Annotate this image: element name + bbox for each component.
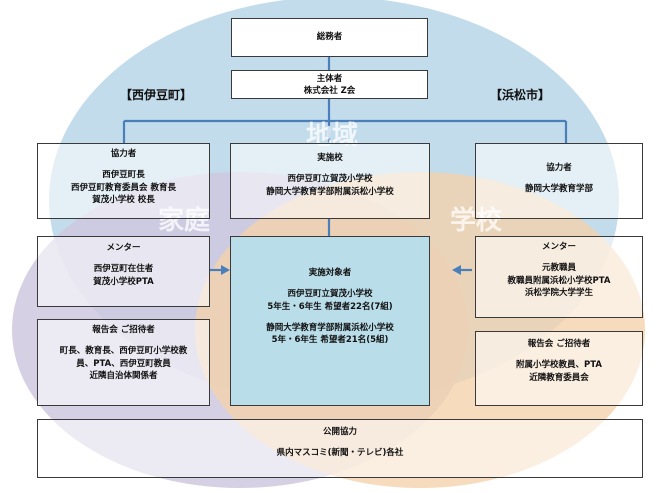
right-mentors-box: メンター 元教職員 教職員附属浜松小学校PTA 浜松学院大学学生 (475, 236, 643, 318)
right-mentors-title: メンター (541, 242, 576, 252)
organizer-box: 主体者 株式会社 Z会 (231, 70, 428, 99)
secretariat-box: 総務者 (231, 18, 428, 57)
implementing-schools-box: 実施校 西伊豆町立賀茂小学校 静岡大学教育学部附属浜松小学校 (230, 143, 430, 219)
left-invitees-box: 報告会 ご招待者 町長、教育長、西伊豆町小学校教 員、PTA、西伊豆町教員 近隣… (37, 319, 210, 406)
organizer-line: 株式会社 Z会 (303, 86, 356, 97)
right-invitees-box: 報告会 ご招待者 附属小学校教員、PTA 近隣教育委員会 (475, 331, 643, 406)
participants-box: 実施対象者 西伊豆町立賀茂小学校 5年生・6年生 希望者22名(7組) 静岡大学… (230, 236, 430, 406)
implementing-schools-line: 静岡大学教育学部附属浜松小学校 (266, 186, 394, 197)
left-mentors-line: 賀茂小学校PTA (93, 276, 154, 287)
participants-title: 実施対象者 (308, 268, 352, 278)
right-invitees-line: 附属小学校教員、PTA (516, 360, 602, 371)
right-mentors-line: 浜松学院大学学生 (524, 287, 593, 298)
arrowhead-left (221, 265, 230, 275)
left-cooperators-title: 協力者 (110, 149, 137, 159)
secretariat-title: 総務者 (316, 32, 343, 42)
public-cooperation-line: 県内マスコミ(新聞・テレビ)各社 (276, 448, 404, 459)
implementing-schools-line: 西伊豆町立賀茂小学校 (287, 174, 373, 185)
organizer-title: 主体者 (316, 74, 343, 84)
public-cooperation-box: 公開協力 県内マスコミ(新聞・テレビ)各社 (37, 419, 643, 478)
right-invitees-title: 報告会 ご招待者 (527, 339, 591, 349)
participants-group1-line: 西伊豆町立賀茂小学校 (287, 289, 373, 300)
left-invitees-line: 町長、教育長、西伊豆町小学校教 (59, 346, 188, 357)
left-mentors-line: 西伊豆町在住者 (93, 264, 154, 275)
left-mentors-title: メンター (106, 243, 141, 253)
participants-group2-line: 静岡大学教育学部附属浜松小学校 (266, 322, 394, 333)
left-cooperators-line: 西伊豆町教育委員会 教育長 (71, 182, 176, 193)
right-cooperators-box: 協力者 静岡大学教育学部 (475, 143, 643, 219)
left-cooperators-box: 協力者 西伊豆町長 西伊豆町教育委員会 教育長 賀茂小学校 校長 (37, 143, 210, 219)
right-cooperators-line: 静岡大学教育学部 (524, 184, 593, 195)
right-cooperators-title: 協力者 (546, 163, 572, 173)
left-mentors-box: メンター 西伊豆町在住者 賀茂小学校PTA (37, 236, 210, 307)
participants-group2-line: 5年・6年生 希望者21名(5組) (271, 335, 389, 346)
right-invitees-line: 近隣教育委員会 (529, 372, 589, 383)
region-label-nishiizu: 【西伊豆町】 (120, 88, 193, 102)
participants-group1-line: 5年生・6年生 希望者22名(7組) (267, 301, 393, 312)
left-cooperators-line: 賀茂小学校 校長 (92, 194, 155, 205)
connectors (122, 57, 568, 272)
right-mentors-line: 教職員附属浜松小学校PTA (507, 275, 611, 286)
left-invitees-title: 報告会 ご招待者 (92, 325, 155, 335)
public-cooperation-title: 公開協力 (322, 427, 357, 437)
left-invitees-line: 近隣自治体関係者 (89, 370, 158, 381)
arrowhead-right (452, 265, 461, 275)
region-label-hamamatsu: 【浜松市】 (490, 88, 551, 102)
implementing-schools-title: 実施校 (317, 153, 343, 163)
right-mentors-line: 元教職員 (541, 263, 576, 274)
left-cooperators-line: 西伊豆町長 (102, 170, 145, 181)
left-invitees-line: 員、PTA、西伊豆町教員 (76, 358, 171, 369)
